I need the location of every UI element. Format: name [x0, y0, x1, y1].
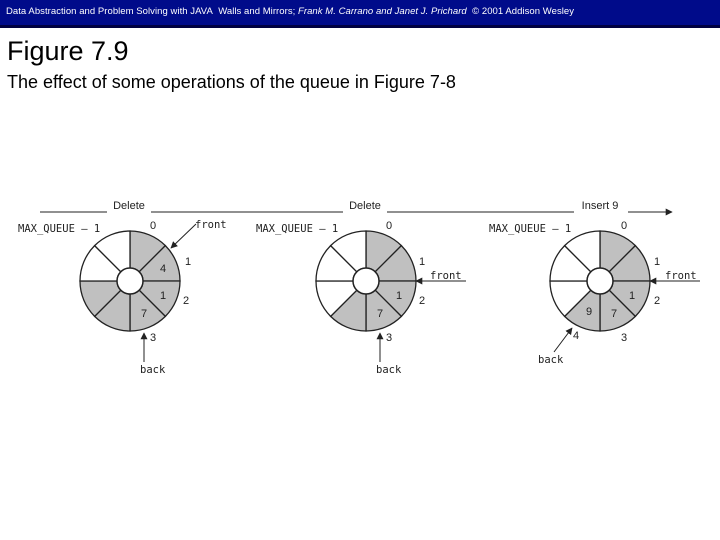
queue-2-cell-value: 1: [396, 290, 402, 302]
queue-1-index-0: 0: [150, 220, 156, 232]
queue-2: MAX_QUEUE – 1 0 1 2 3 1 7 front back: [256, 220, 466, 376]
queue-3-index-1: 1: [654, 256, 660, 268]
wheel-hub: [586, 267, 614, 295]
wheel-hub: [116, 267, 144, 295]
queue-3-index-4: 4: [573, 330, 579, 342]
queue-1-cell-value: 1: [160, 290, 166, 302]
queue-1-front-arrow: [170, 223, 197, 249]
queue-1-wheel: [79, 230, 181, 332]
header-book-title: Data Abstraction and Problem Solving wit…: [6, 6, 213, 17]
queue-2-index-2: 2: [419, 295, 425, 307]
op-label-insert: Insert 9: [582, 200, 619, 212]
queue-3-back-arrow: [553, 327, 573, 353]
header-authors: Frank M. Carrano and Janet J. Prichard: [298, 6, 467, 17]
queue-2-max-queue-label: MAX_QUEUE – 1: [256, 223, 338, 235]
queue-1-front-label: front: [195, 219, 227, 231]
queue-3-cell-value: 9: [586, 306, 592, 318]
queue-2-front-label: front: [430, 270, 462, 282]
op-label-bg: [343, 199, 387, 213]
header-citation: Data Abstraction and Problem Solving wit…: [6, 6, 574, 17]
op-label-delete-2: Delete: [349, 200, 381, 212]
header-copyright: © 2001 Addison Wesley: [472, 6, 575, 17]
queue-3-cell-value: 1: [629, 290, 635, 302]
queue-3-wheel: [549, 230, 651, 332]
queue-3: MAX_QUEUE – 1 0 1 2 3 4 1 7 9 front back: [489, 220, 700, 366]
queue-3-max-queue-label: MAX_QUEUE – 1: [489, 223, 571, 235]
queue-2-index-3: 3: [386, 332, 392, 344]
queue-2-back-label: back: [376, 364, 402, 376]
queue-3-cell-value: 7: [611, 308, 617, 320]
queue-1-max-queue-label: MAX_QUEUE – 1: [18, 223, 100, 235]
queue-3-index-0: 0: [621, 220, 627, 232]
queue-3-front-label: front: [665, 270, 697, 282]
queue-2-index-0: 0: [386, 220, 392, 232]
queue-3-index-3: 3: [621, 332, 627, 344]
wheel-hub: [352, 267, 380, 295]
header-bar: Data Abstraction and Problem Solving wit…: [0, 0, 720, 28]
figure-caption: The effect of some operations of the que…: [7, 72, 456, 92]
queue-1: MAX_QUEUE – 1 0 1 2 3 4 1 7 front back: [18, 219, 227, 376]
queue-2-index-1: 1: [419, 256, 425, 268]
op-label-bg: [107, 199, 151, 213]
figure-title: Figure 7.9: [7, 36, 129, 66]
queue-3-index-2: 2: [654, 295, 660, 307]
queue-1-back-label: back: [140, 364, 166, 376]
queue-2-wheel: [315, 230, 417, 332]
queue-3-back-label: back: [538, 354, 564, 366]
header-subtitle: Walls and Mirrors;: [218, 6, 296, 17]
op-label-bg: [574, 199, 628, 213]
queue-1-index-1: 1: [185, 256, 191, 268]
queue-2-cell-value: 7: [377, 308, 383, 320]
queue-1-index-2: 2: [183, 295, 189, 307]
queue-1-cell-value: 4: [160, 263, 166, 275]
op-label-delete-1: Delete: [113, 200, 145, 212]
queue-1-cell-value: 7: [141, 308, 147, 320]
queue-1-index-3: 3: [150, 332, 156, 344]
